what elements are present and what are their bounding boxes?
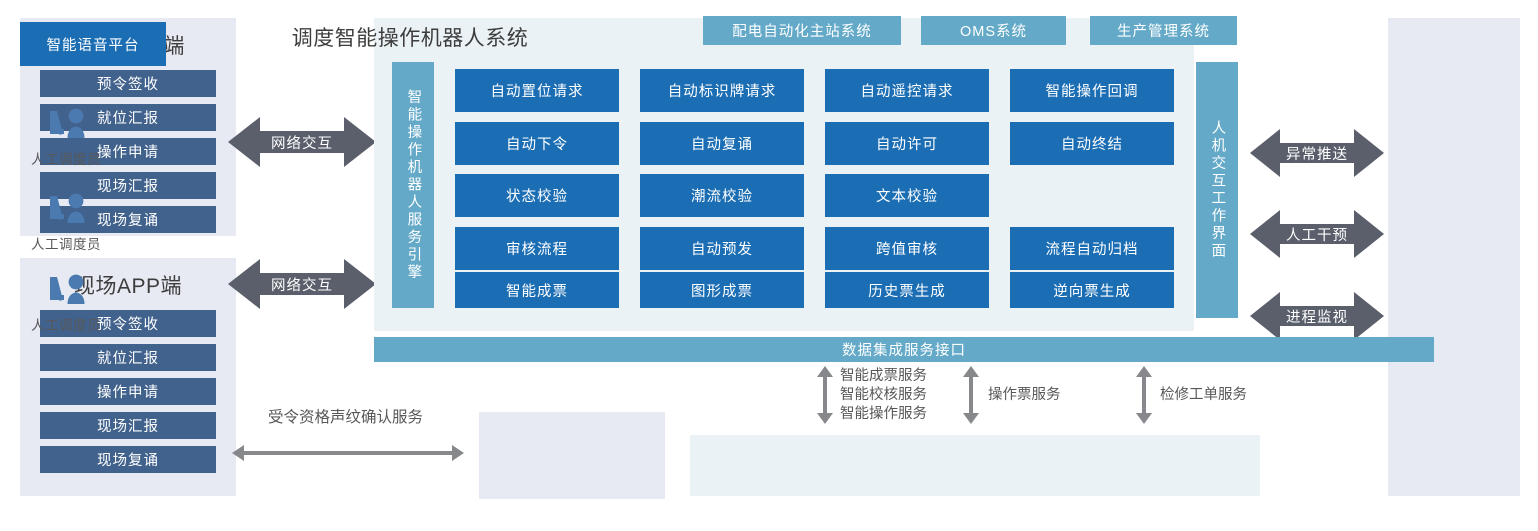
cell-r5c4[interactable]: 逆向票生成: [1010, 272, 1174, 308]
double-arrow-icon: [1250, 129, 1384, 177]
operator-1: 人工调度员: [0, 192, 132, 253]
double-arrow-icon: [1250, 210, 1384, 258]
arrow-label: 人工干预: [1286, 227, 1348, 244]
panel-title: 现场APP端: [73, 275, 183, 298]
operator-desk-icon: [50, 108, 85, 138]
cell-r3c2[interactable]: 潮流校验: [640, 174, 804, 217]
cell-r4c3[interactable]: 跨值审核: [825, 227, 989, 270]
cell-r1c4[interactable]: 智能操作回调: [1010, 69, 1174, 112]
service-label-1: 智能成票服务 智能校核服务 智能操作服务: [840, 368, 927, 422]
cell-r5c1[interactable]: 智能成票: [455, 272, 619, 308]
cell-r1c3[interactable]: 自动遥控请求: [825, 69, 989, 112]
ext-system-1[interactable]: OMS系统: [921, 16, 1066, 45]
network-arrow-web: 网络交互: [228, 113, 376, 171]
cell-r3c3[interactable]: 文本校验: [825, 174, 989, 217]
web-item-3[interactable]: 现场汇报: [40, 172, 216, 199]
panel-voice-platform: [479, 412, 665, 499]
app-item-3[interactable]: 现场汇报: [40, 412, 216, 439]
operator-label: 人工调度员: [31, 237, 101, 252]
service-arrow-3-icon: [1136, 366, 1152, 424]
cell-r4c1[interactable]: 审核流程: [455, 227, 619, 270]
arrow-exception-push: 异常推送: [1250, 126, 1384, 180]
app-item-0[interactable]: 预令签收: [40, 310, 216, 337]
cell-r4c4[interactable]: 流程自动归档: [1010, 227, 1174, 270]
arrow-label: 网络交互: [271, 135, 333, 152]
service-label-3: 检修工单服务: [1160, 387, 1247, 403]
cell-r2c2[interactable]: 自动复诵: [640, 122, 804, 165]
network-arrow-app: 网络交互: [228, 255, 376, 313]
web-item-2[interactable]: 操作申请: [40, 138, 216, 165]
arrow-label: 异常推送: [1286, 146, 1348, 163]
cell-r2c1[interactable]: 自动下令: [455, 122, 619, 165]
cell-r3c1[interactable]: 状态校验: [455, 174, 619, 217]
data-integration-bar: 数据集成服务接口: [374, 337, 1434, 362]
cell-r5c2[interactable]: 图形成票: [640, 272, 804, 308]
panel-app-client: 现场APP端 预令签收 就位汇报 操作申请 现场汇报 现场复诵: [20, 258, 236, 496]
app-item-2[interactable]: 操作申请: [40, 378, 216, 405]
cell-r2c3[interactable]: 自动许可: [825, 122, 989, 165]
cell-r1c2[interactable]: 自动标识牌请求: [640, 69, 804, 112]
main-panel-title: 调度智能操作机器人系统: [291, 27, 529, 50]
operator-2: 人工调度员: [0, 273, 132, 334]
app-item-1[interactable]: 就位汇报: [40, 344, 216, 371]
panel-external-systems: [690, 435, 1260, 496]
hmi-interface-bar: 人机交互工作界面: [1196, 62, 1238, 318]
voice-service-arrow-icon: [232, 445, 464, 461]
operator-label: 人工调度员: [31, 152, 101, 167]
service-engine-bar: 智能操作机器人服务引擎: [392, 62, 434, 308]
arrow-label: 进程监视: [1286, 309, 1348, 326]
arrow-manual-intervention: 人工干预: [1250, 207, 1384, 261]
ext-system-2[interactable]: 生产管理系统: [1090, 16, 1237, 45]
operator-0: 人工调度员: [0, 107, 132, 168]
operator-desk-icon: [50, 193, 85, 223]
app-item-4[interactable]: 现场复诵: [40, 446, 216, 473]
panel-operators: [1388, 18, 1520, 496]
service-arrow-2-icon: [963, 366, 979, 424]
voice-platform-box[interactable]: 智能语音平台: [20, 22, 166, 66]
cell-r5c3[interactable]: 历史票生成: [825, 272, 989, 308]
cell-r1c1[interactable]: 自动置位请求: [455, 69, 619, 112]
arrow-label: 网络交互: [271, 277, 333, 294]
voice-service-label: 受令资格声纹确认服务: [268, 409, 424, 426]
service-label-2: 操作票服务: [988, 387, 1061, 403]
double-arrow-icon: [228, 259, 376, 309]
cell-r4c2[interactable]: 自动预发: [640, 227, 804, 270]
operator-label: 人工调度员: [31, 318, 101, 333]
cell-r2c4[interactable]: 自动终结: [1010, 122, 1174, 165]
double-arrow-icon: [228, 117, 376, 167]
arrow-process-monitor: 进程监视: [1250, 289, 1384, 343]
ext-system-0[interactable]: 配电自动化主站系统: [703, 16, 901, 45]
operator-desk-icon: [50, 274, 85, 304]
service-arrow-1-icon: [817, 366, 833, 424]
web-item-0[interactable]: 预令签收: [40, 70, 216, 97]
double-arrow-icon: [1250, 292, 1384, 340]
